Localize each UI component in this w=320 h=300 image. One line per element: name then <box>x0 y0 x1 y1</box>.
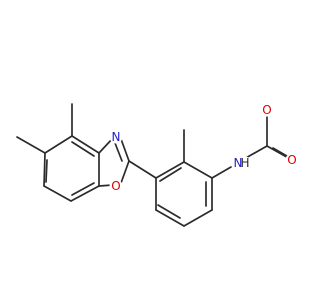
bond <box>44 135 73 154</box>
hydrogen-amide-label: H <box>240 156 249 170</box>
bond <box>128 160 157 179</box>
nitrogen-amide-label: N <box>234 156 243 170</box>
bond <box>70 185 100 202</box>
bond <box>120 160 130 184</box>
bond-layer <box>16 103 293 227</box>
hydrogen-amide-backdrop <box>238 156 252 170</box>
bond <box>45 159 48 183</box>
oxygen-oxazole-label: O <box>111 179 120 193</box>
oxygen-oxazole-backdrop <box>109 179 123 193</box>
bond <box>183 209 213 227</box>
bond <box>43 185 72 202</box>
bond <box>159 167 182 182</box>
oxygen-methoxy-backdrop <box>260 103 274 117</box>
bond <box>71 141 95 157</box>
nitrogen-oxazole-label: N <box>112 130 121 144</box>
bond <box>157 204 181 219</box>
bond <box>155 161 185 179</box>
bond <box>71 135 100 154</box>
bond <box>43 152 46 187</box>
oxygen-methoxy-label: O <box>262 103 271 117</box>
bond <box>120 138 130 162</box>
nitrogen-oxazole-backdrop <box>109 130 123 144</box>
oxygen-carbonyl-label: O <box>287 153 296 167</box>
oxygen-carbonyl-backdrop <box>285 153 299 167</box>
bond <box>16 136 46 154</box>
bond <box>71 182 95 196</box>
bond <box>211 166 232 179</box>
bond <box>114 142 123 162</box>
bond <box>183 161 213 179</box>
bond <box>243 145 268 160</box>
bond <box>155 209 185 227</box>
